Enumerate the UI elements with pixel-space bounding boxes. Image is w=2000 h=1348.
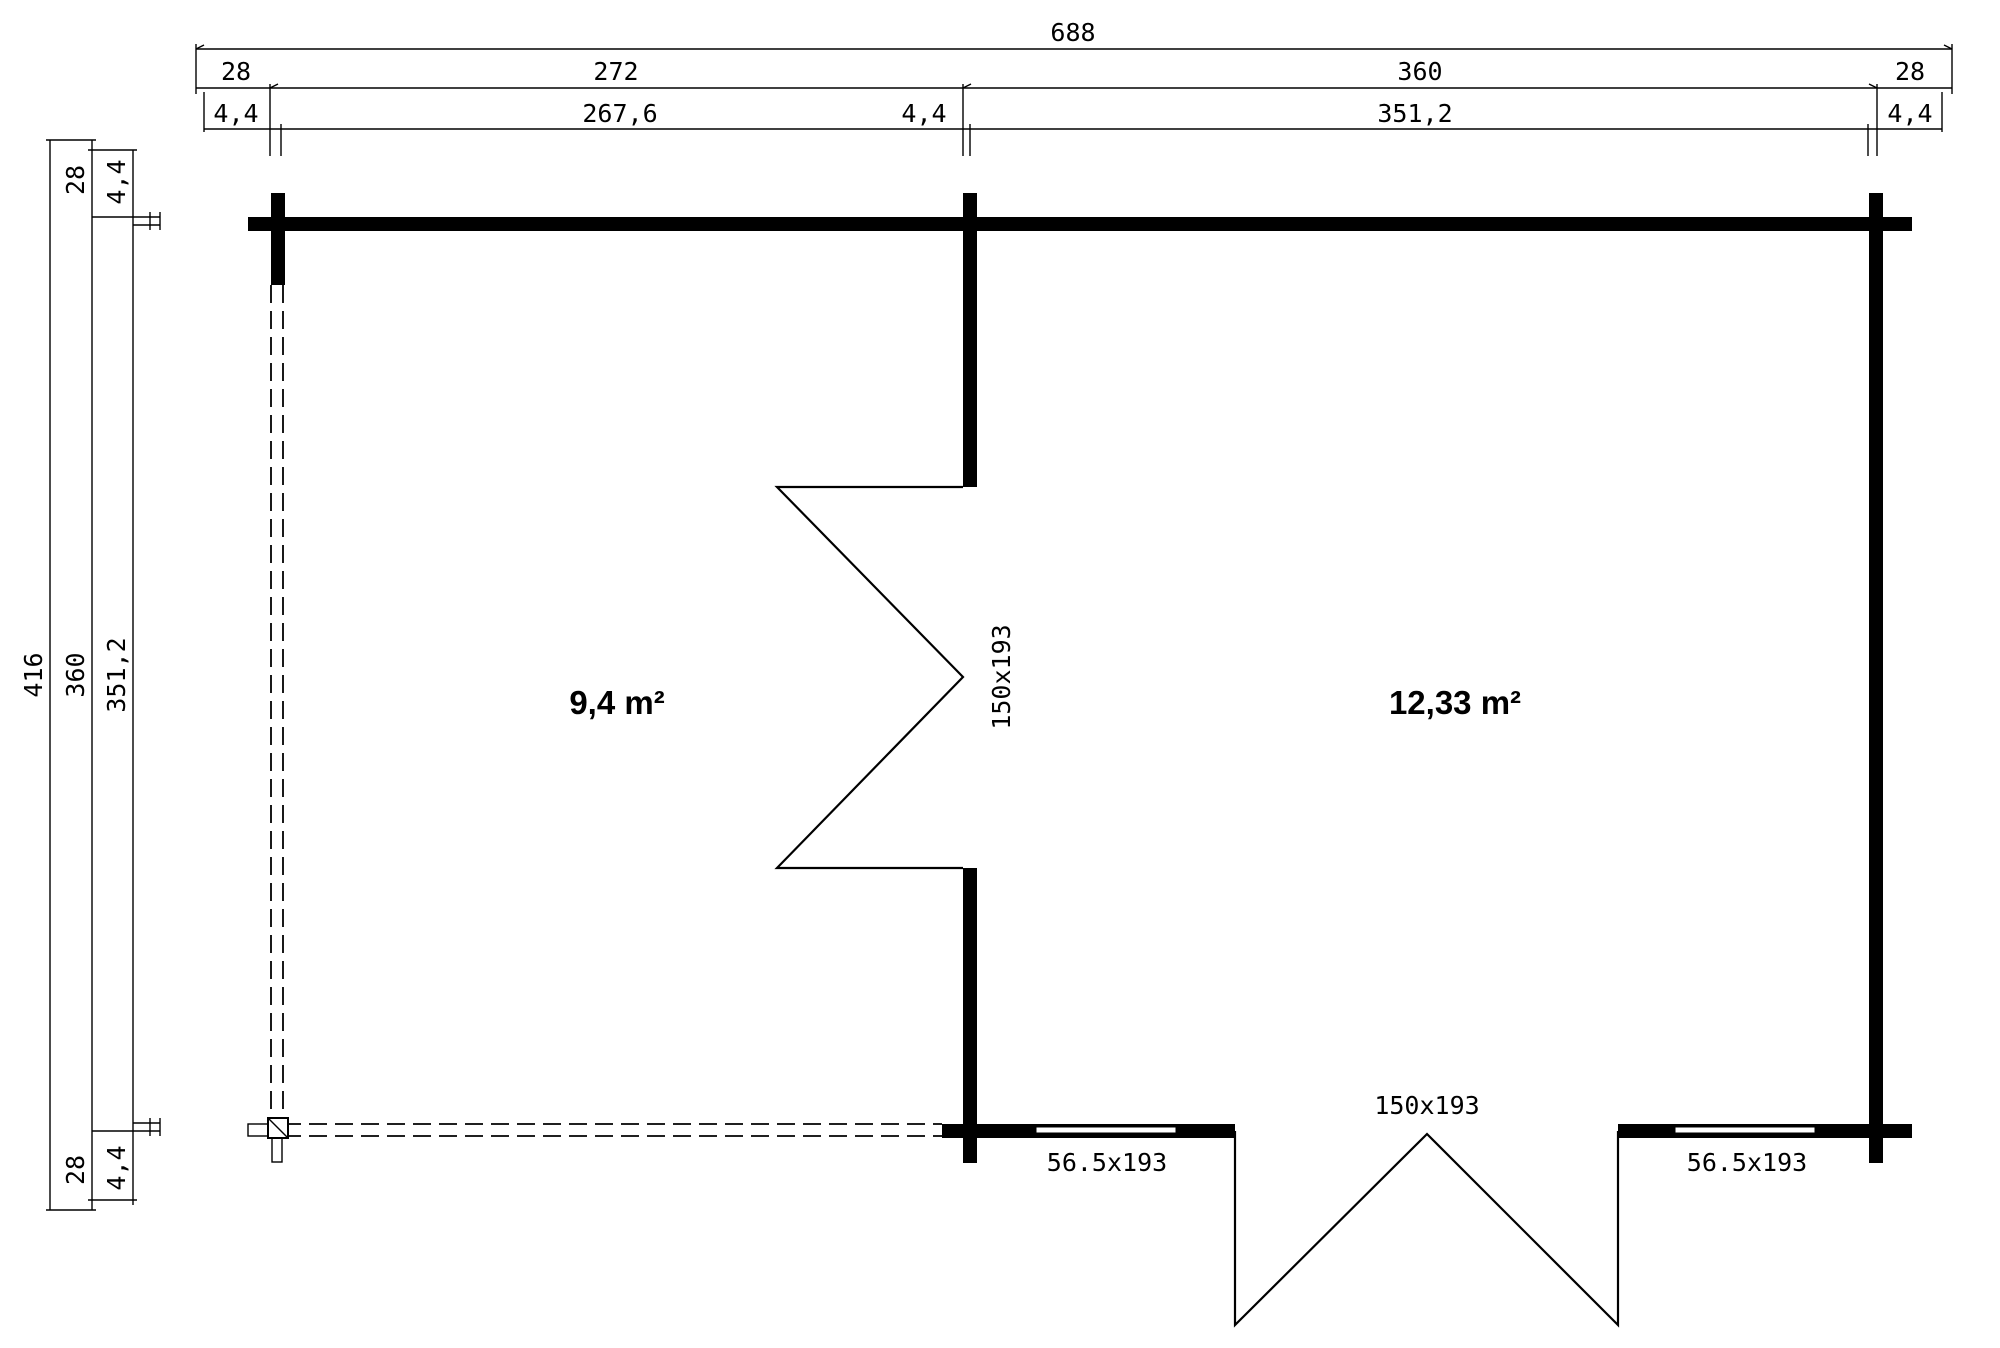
left-room-width-label: 272: [593, 57, 638, 86]
top-dimension-labels: 688 28 272 360 28 4,4 267,6 4,4 351,2 4,…: [213, 18, 1932, 128]
walls: [248, 193, 1912, 1163]
top-wall-thickness-label: 4,4: [102, 159, 131, 204]
right-room-width-label: 360: [1397, 57, 1442, 86]
left-top-post: [271, 193, 285, 285]
side-dimension-lines: [46, 139, 161, 1211]
overall-width-label: 688: [1050, 18, 1095, 47]
right-wall-thickness-label: 4,4: [1887, 99, 1932, 128]
top-wall: [248, 217, 1912, 231]
interior-door-swing: [774, 485, 965, 870]
mid-wall-thickness-label: 4,4: [901, 99, 946, 128]
front-door-swing: [1233, 1131, 1620, 1328]
left-wall-thickness-label: 4,4: [213, 99, 258, 128]
right-inner-width-label: 351,2: [1377, 99, 1452, 128]
window-right-size-label: 56.5x193: [1687, 1148, 1807, 1177]
inner-depth-label: 351,2: [102, 637, 131, 712]
left-overhang-label: 28: [221, 57, 251, 86]
bottom-overhang-label: 28: [61, 1155, 90, 1185]
open-terrace-edges: [247, 285, 942, 1163]
interior-door-size-label: 150x193: [987, 624, 1016, 729]
bottom-wall-thickness-label: 4,4: [102, 1145, 131, 1190]
window-left-size-label: 56.5x193: [1047, 1148, 1167, 1177]
overall-depth-label: 416: [19, 652, 48, 697]
left-room-area: 9,4 m²: [569, 684, 664, 721]
window-left-glazing: [1035, 1126, 1177, 1134]
side-dimension-labels: 416 28 360 28 4,4 351,2 4,4: [19, 159, 131, 1190]
partition-wall-upper: [963, 217, 977, 487]
right-wall: [1869, 217, 1883, 1163]
top-dimension-lines: [195, 44, 1953, 156]
top-overhang-label: 28: [61, 165, 90, 195]
right-room-area: 12,33 m²: [1389, 684, 1521, 721]
partition-wall-lower: [963, 868, 977, 1163]
left-inner-width-label: 267,6: [582, 99, 657, 128]
room-depth-label: 360: [61, 652, 90, 697]
window-right-glazing: [1674, 1126, 1816, 1134]
right-overhang-label: 28: [1895, 57, 1925, 86]
front-door-size-label: 150x193: [1374, 1091, 1479, 1120]
